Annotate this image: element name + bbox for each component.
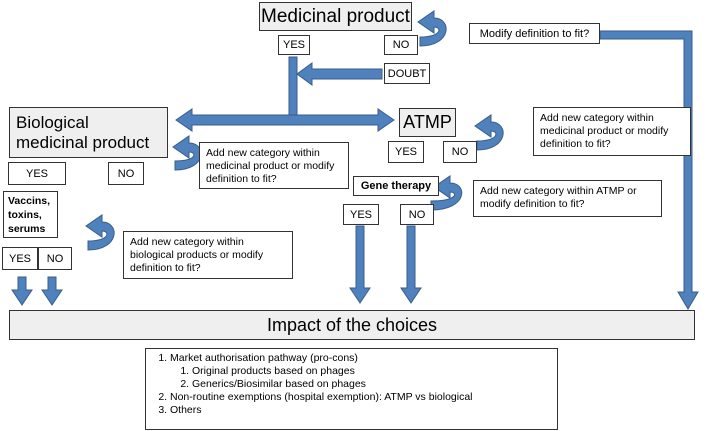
atmp-note-box: Add new category within medicinal produc… (533, 107, 691, 156)
arrow-double-split (175, 108, 395, 132)
impact-item-3: Others (170, 404, 551, 417)
arrow-gene-no-down (400, 225, 422, 304)
gene-note-box: Add new category within ATMP or modify d… (473, 180, 662, 217)
bio-note-box: Add new category within medicinal produc… (199, 142, 349, 189)
impact-list: Market authorisation pathway (pro-cons) … (152, 352, 551, 417)
uturn-medicinal-no (417, 10, 447, 47)
atmp-no-box: NO (443, 141, 477, 163)
gene-therapy-box: Gene therapy (353, 176, 439, 196)
vaccins-box: Vaccins, toxins, serums (3, 191, 58, 238)
uturn-bio-no (172, 135, 202, 171)
arrow-vac-no-down (41, 276, 63, 306)
uturn-vac-no (85, 214, 115, 251)
vaccins-line3: serums (8, 223, 46, 235)
vac-no-box: NO (38, 247, 72, 270)
impact-box: Impact of the choices (9, 310, 695, 340)
atmp-yes-box: YES (388, 141, 424, 163)
bio-no-box: NO (108, 162, 144, 185)
gene-no-box: NO (400, 204, 434, 225)
vac-yes-box: YES (2, 247, 38, 270)
impact-sublist: Original products based on phages Generi… (170, 365, 551, 391)
gene-yes-box: YES (343, 204, 379, 225)
atmp-box: ATMP (399, 108, 456, 137)
doubt-box: DOUBT (384, 63, 430, 84)
vac-note-box: Add new category within biological produ… (123, 231, 293, 279)
arrow-doubt (296, 62, 383, 86)
arrow-right-long (599, 30, 699, 310)
arrow-medicinal-yes-stem (288, 56, 298, 120)
impact-item-1: Market authorisation pathway (pro-cons) … (170, 352, 551, 391)
bio-yes-box: YES (8, 162, 66, 185)
impact-item-2: Non-routine exemptions (hospital exempti… (170, 391, 551, 404)
medicinal-product-box: Medicinal product (259, 2, 412, 31)
arrow-vac-yes-down (11, 276, 33, 306)
impact-subitem-2: Generics/Biosimilar based on phages (192, 378, 551, 391)
biological-title-line1: Biological (16, 113, 89, 132)
biological-title-line2: medicinal product (16, 133, 150, 152)
vaccins-line2: toxins, (8, 209, 42, 221)
medicinal-yes-box: YES (278, 35, 310, 55)
impact-list-box: Market authorisation pathway (pro-cons) … (145, 348, 558, 430)
medicinal-no-box: NO (384, 35, 418, 55)
modify-definition-box: Modify definition to fit? (469, 23, 600, 44)
arrow-gene-yes-down (349, 225, 371, 304)
vaccins-line1: Vaccins, (8, 195, 51, 207)
uturn-atmp-no (474, 114, 504, 151)
impact-item-1-text: Market authorisation pathway (pro-cons) (170, 352, 358, 364)
biological-product-box: Biological medicinal product (9, 107, 168, 158)
impact-subitem-1: Original products based on phages (192, 365, 551, 378)
